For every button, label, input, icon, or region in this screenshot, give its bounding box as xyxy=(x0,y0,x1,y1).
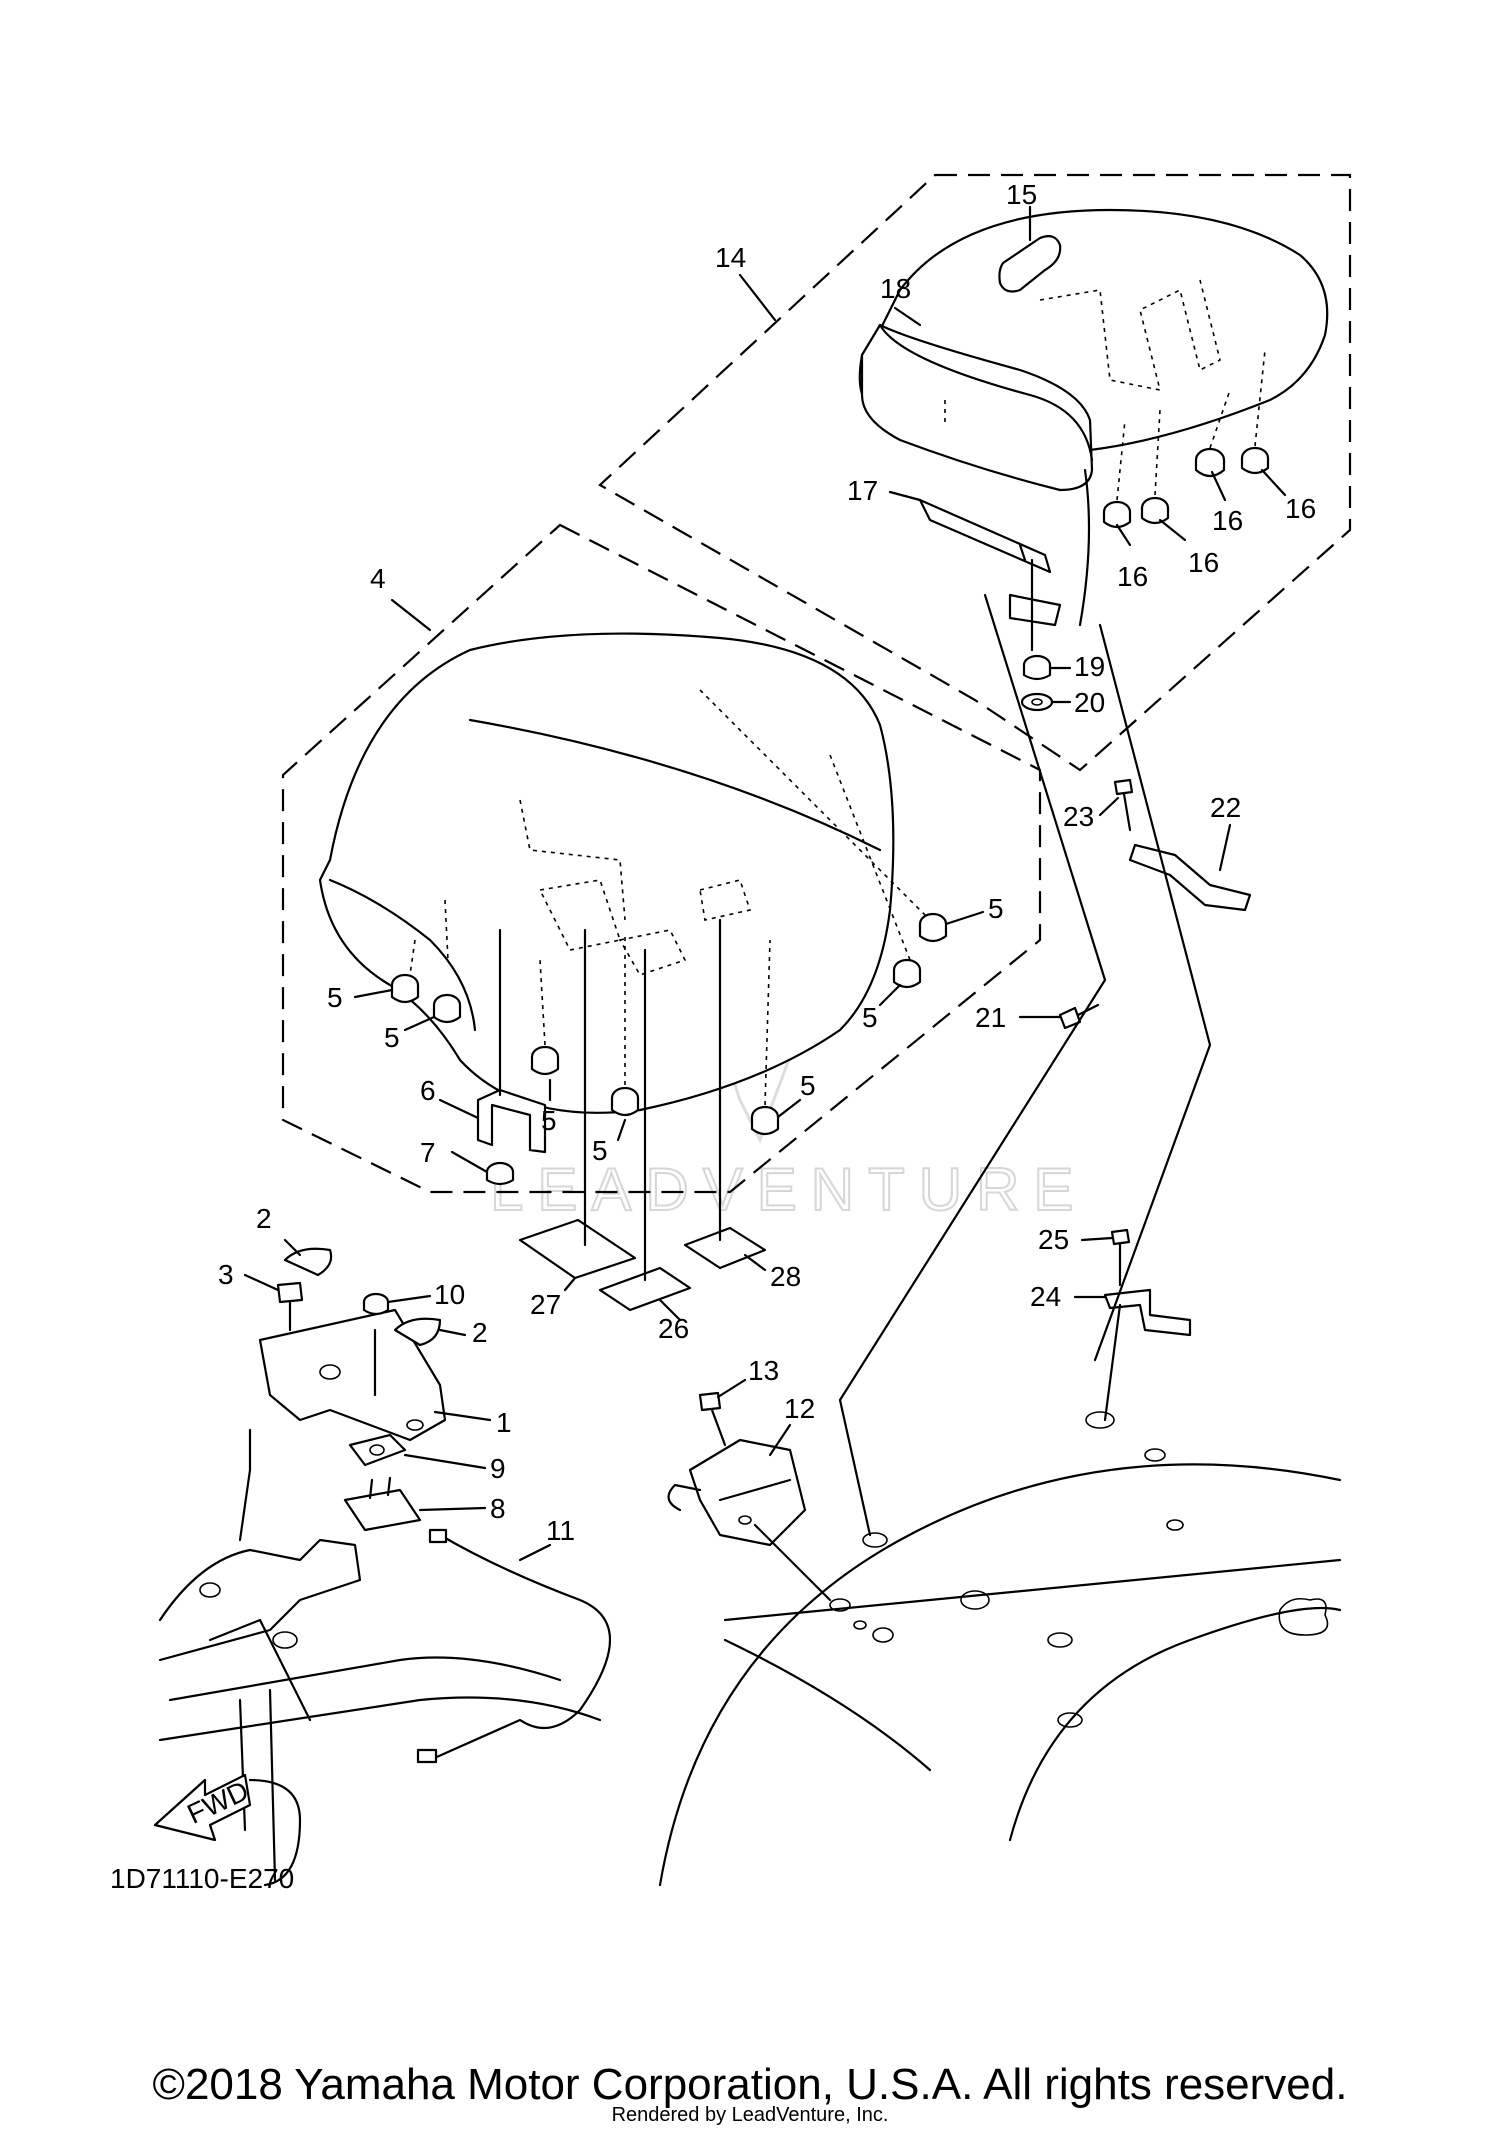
frame-outline xyxy=(158,1538,602,1887)
seat-latch-12 xyxy=(667,1438,807,1547)
bolt-25 xyxy=(1110,1228,1131,1287)
cover-2b xyxy=(393,1317,442,1347)
cable-11 xyxy=(416,1528,611,1764)
fwd-arrow-icon: FWD xyxy=(153,1773,253,1842)
damper-5a xyxy=(390,973,420,1004)
callout-5d: 5 xyxy=(592,1135,608,1166)
damper-16b xyxy=(1140,496,1170,525)
nut-10 xyxy=(362,1292,390,1316)
callout-16d: 16 xyxy=(1285,493,1316,524)
callout-6: 6 xyxy=(420,1075,436,1106)
watermark-text: LEADVENTURE xyxy=(490,1156,1087,1223)
damper-16-set xyxy=(1102,349,1270,529)
callout-26: 26 xyxy=(658,1313,689,1344)
callout-25: 25 xyxy=(1038,1224,1069,1255)
rear-seat-mount-tab xyxy=(1008,593,1062,627)
callout-13: 13 xyxy=(748,1355,779,1386)
bolt-3 xyxy=(276,1281,304,1332)
callout-16c: 16 xyxy=(1212,505,1243,536)
callout-22: 22 xyxy=(1210,792,1241,823)
callout-11: 11 xyxy=(546,1515,575,1546)
callout-5a: 5 xyxy=(327,982,343,1013)
diagram-code: 1D71110-E270 xyxy=(110,1863,294,1894)
callout-12: 12 xyxy=(784,1393,815,1424)
callout-5g: 5 xyxy=(988,893,1004,924)
callout-5e: 5 xyxy=(800,1070,816,1101)
callout-7: 7 xyxy=(420,1137,436,1168)
callout-4: 4 xyxy=(370,563,386,594)
callout-15: 15 xyxy=(1006,179,1037,210)
callout-27: 27 xyxy=(530,1289,561,1320)
damper-5c xyxy=(530,1045,560,1076)
callout-28: 28 xyxy=(770,1261,801,1292)
callout-10: 10 xyxy=(434,1279,465,1310)
bolt-7 xyxy=(485,1161,515,1186)
copyright-notice: ©2018 Yamaha Motor Corporation, U.S.A. A… xyxy=(152,2060,1348,2109)
leadventure-watermark: LEADVENTURE xyxy=(489,965,1087,1224)
tape-28 xyxy=(683,918,767,1270)
callout-19: 19 xyxy=(1074,651,1105,682)
tape-27 xyxy=(518,928,637,1280)
bracket-6 xyxy=(476,928,547,1154)
lock-8 xyxy=(343,1476,422,1532)
plate-9 xyxy=(348,1433,407,1467)
cover-2a xyxy=(283,1247,333,1277)
callout-14: 14 xyxy=(715,242,746,273)
callout-16b: 16 xyxy=(1188,547,1219,578)
callout-17: 17 xyxy=(847,475,878,506)
rear-mount-leader xyxy=(838,593,1107,1537)
damper-5f xyxy=(892,958,922,989)
callout-2a: 2 xyxy=(256,1203,272,1234)
callout-20: 20 xyxy=(1074,687,1105,718)
damper-5-set xyxy=(390,912,948,1136)
callout-5b: 5 xyxy=(384,1022,400,1053)
callout-5f: 5 xyxy=(862,1002,878,1033)
rear-fender xyxy=(658,1411,1342,1887)
main-seat-group-box xyxy=(281,523,1042,1194)
damper-5b xyxy=(432,993,462,1024)
main-seat xyxy=(318,632,931,1114)
bolt-21 xyxy=(1058,1003,1100,1030)
callout-16a: 16 xyxy=(1117,561,1148,592)
bolt-13 xyxy=(698,1391,727,1447)
callout-2b: 2 xyxy=(472,1317,488,1348)
damper-5g xyxy=(918,912,948,943)
rear-seat-group-box xyxy=(598,173,1352,772)
bracket-24 xyxy=(1103,1288,1192,1422)
bracket-22 xyxy=(1128,843,1252,912)
damper-16c xyxy=(1194,447,1226,478)
callout-5c: 5 xyxy=(541,1105,557,1136)
damper-16a xyxy=(1102,500,1132,529)
callout-9: 9 xyxy=(490,1453,506,1484)
callout-24: 24 xyxy=(1030,1281,1061,1312)
callout-23: 23 xyxy=(1063,801,1094,832)
callout-3: 3 xyxy=(218,1259,234,1290)
passenger-seat xyxy=(858,208,1329,492)
bracket-17 xyxy=(918,498,1052,574)
damper-16d xyxy=(1240,446,1270,475)
rendered-by-notice: Rendered by LeadVenture, Inc. xyxy=(611,2104,889,2126)
damper-5d xyxy=(610,1086,640,1117)
rear-bracket-leader xyxy=(1093,623,1212,1362)
bolt-23 xyxy=(1113,778,1134,832)
damper-5e xyxy=(750,1105,780,1136)
nut-19 xyxy=(1022,654,1052,681)
washer-20 xyxy=(1020,692,1054,712)
callout-8: 8 xyxy=(490,1493,506,1524)
callouts: 1 2 2 3 4 5 5 5 5 5 5 5 6 7 8 9 10 11 xyxy=(218,179,1316,1562)
callout-18: 18 xyxy=(880,273,911,304)
tape-26 xyxy=(598,948,692,1312)
callout-1: 1 xyxy=(496,1407,512,1438)
callout-21: 21 xyxy=(975,1002,1006,1033)
